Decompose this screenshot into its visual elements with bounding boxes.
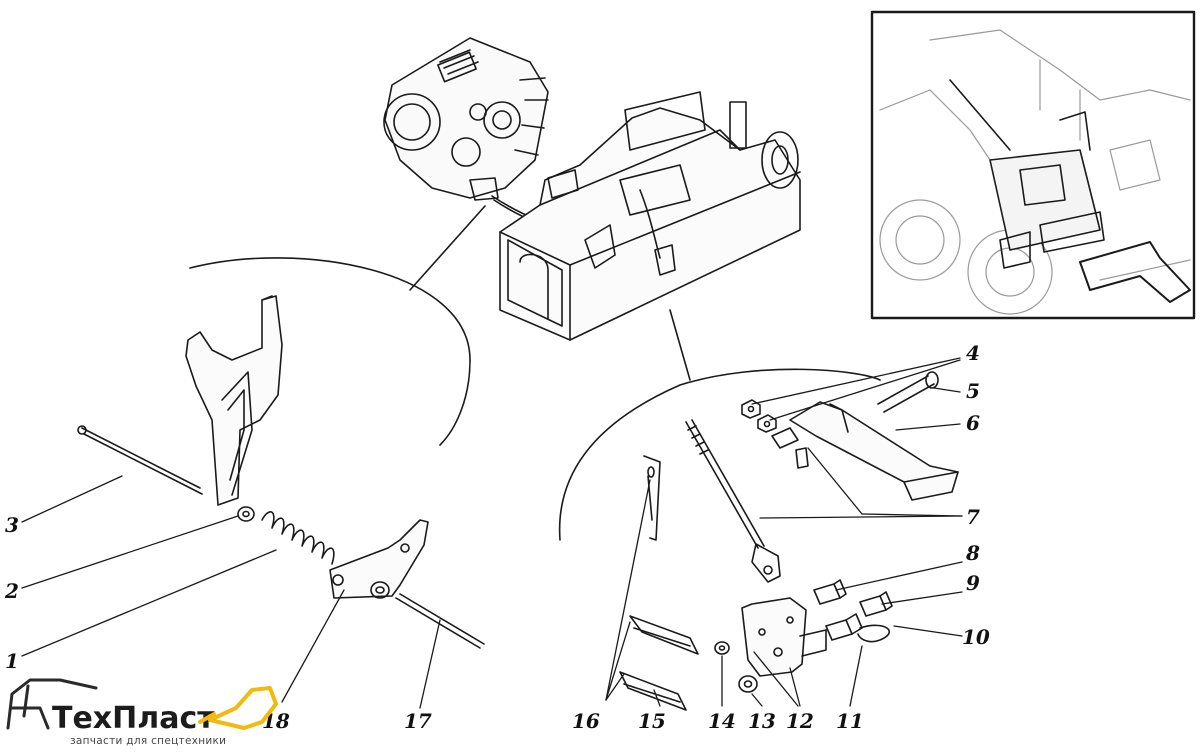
cotter-pin-part-16	[643, 455, 661, 541]
pin-part-17	[395, 593, 485, 649]
spring-part-1	[261, 511, 335, 565]
location-inset	[870, 10, 1196, 320]
callout-3: 3	[5, 513, 19, 537]
clip-part-11	[857, 624, 891, 643]
plate-part-12	[741, 597, 827, 677]
pin-part-15	[619, 615, 699, 711]
callout-8: 8	[965, 541, 980, 565]
excavator-bucket-icon	[208, 686, 278, 730]
callout-9: 9	[966, 571, 980, 595]
callout-17: 17	[404, 709, 432, 733]
callout-11: 11	[836, 709, 864, 733]
threaded-rod-part-7	[685, 419, 781, 583]
nut-part-4	[741, 399, 777, 433]
bolt-part-5	[877, 371, 939, 413]
location-arrow-icon	[1079, 241, 1191, 303]
rod-part-3	[77, 425, 203, 495]
gearbox-housing	[383, 37, 549, 201]
callout-labels: 3 2 1 18 17 4 5 6 7 8 9 10 11 12 13 14 1…	[4, 341, 990, 733]
frame-assembly	[499, 91, 801, 341]
callout-7: 7	[966, 505, 980, 529]
callout-13: 13	[748, 709, 776, 733]
bolt-part-8	[813, 579, 847, 605]
callout-2: 2	[4, 579, 19, 603]
washer-part-2	[237, 506, 255, 522]
callout-14: 14	[708, 709, 736, 733]
callout-12: 12	[786, 709, 814, 733]
callout-1: 1	[5, 649, 19, 673]
callout-10: 10	[962, 625, 990, 649]
logo-name: ТехПласт	[52, 701, 215, 736]
callout-4: 4	[966, 341, 980, 365]
washer-part-13	[738, 675, 758, 693]
loader-icon	[6, 678, 98, 730]
shift-fork	[185, 295, 283, 506]
logo-tagline: запчасти для спецтехники	[70, 735, 226, 747]
techplast-logo: ТехПласт запчасти для спецтехники	[6, 678, 278, 747]
callout-5: 5	[966, 379, 980, 403]
callout-18: 18	[262, 709, 290, 733]
bracket-part-18	[329, 519, 429, 599]
leader-lines	[21, 357, 963, 709]
bolt-part-9	[859, 591, 893, 617]
callout-16: 16	[572, 709, 600, 733]
pedal-lever-part-6	[789, 401, 959, 501]
callout-15: 15	[638, 709, 666, 733]
bushing-part-7	[771, 427, 799, 449]
washer-part-14	[714, 641, 730, 655]
callout-6: 6	[966, 411, 980, 435]
bolt-part-10	[825, 613, 863, 641]
